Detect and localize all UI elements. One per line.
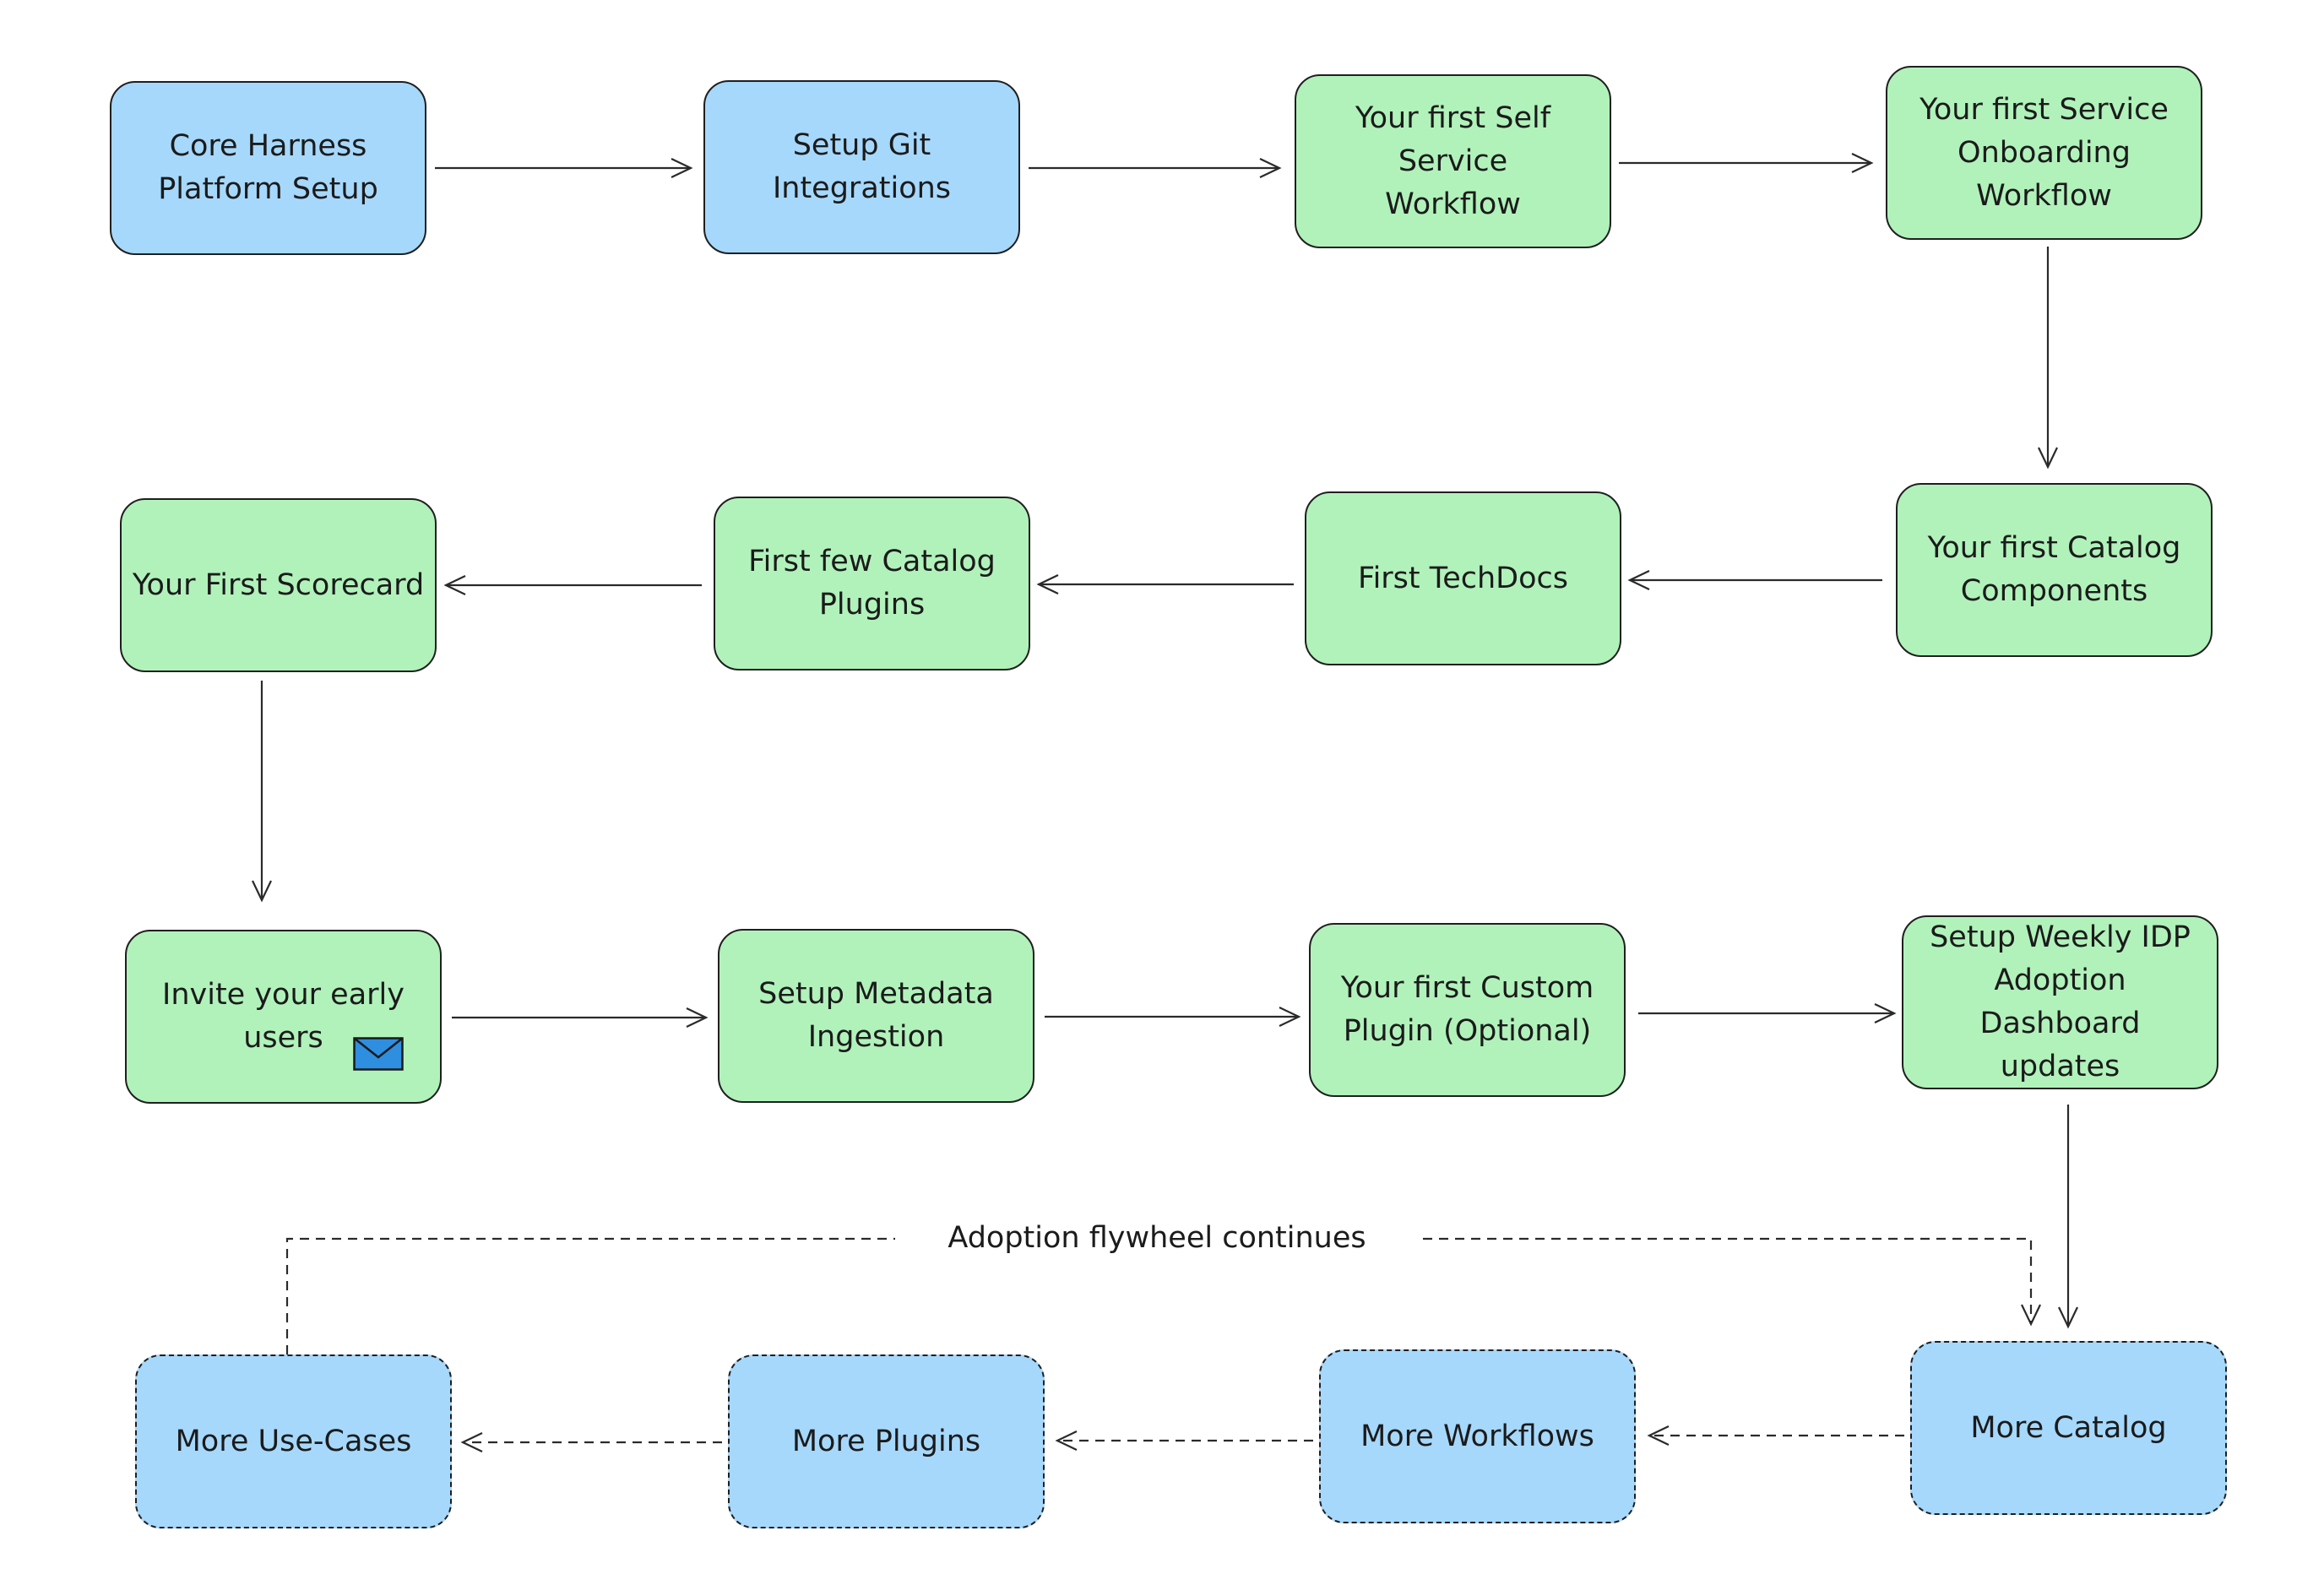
node-more-use-cases[interactable]: More Use-Cases xyxy=(135,1354,452,1528)
flywheel-label: Adoption flywheel continues xyxy=(895,1216,1419,1260)
edge-scorecard-to-invite xyxy=(252,681,272,903)
node-first-service-onboarding-workflow[interactable]: Your first Service Onboarding Workflow xyxy=(1886,66,2202,240)
edge-catalogcomp-to-techdocs xyxy=(1627,570,1882,590)
node-label: More Plugins xyxy=(791,1424,981,1458)
node-more-workflows[interactable]: More Workflows xyxy=(1319,1349,1636,1523)
edge-git-to-selfservice xyxy=(1029,158,1282,178)
node-first-self-service-workflow[interactable]: Your first Self Service Workflow xyxy=(1295,74,1611,248)
mail-icon xyxy=(353,1037,404,1071)
node-weekly-idp-adoption-dashboard[interactable]: Setup Weekly IDP Adoption Dashboard upda… xyxy=(1902,915,2218,1089)
node-label: Your First Scorecard xyxy=(132,567,425,602)
edge-dashboard-to-morecatalog xyxy=(2058,1105,2078,1329)
node-label: Setup Git Integrations xyxy=(772,128,952,205)
node-setup-git-integrations[interactable]: Setup Git Integrations xyxy=(703,80,1020,254)
node-first-scorecard[interactable]: Your First Scorecard xyxy=(120,498,437,672)
edge-moreworkflows-to-moreplugins xyxy=(1055,1430,1313,1451)
node-first-catalog-components[interactable]: Your first Catalog Components xyxy=(1896,483,2213,657)
node-label: Your first Service Onboarding Workflow xyxy=(1919,92,2169,213)
node-label: Core Harness Platform Setup xyxy=(158,129,378,206)
node-label: Setup Metadata Ingestion xyxy=(758,977,994,1054)
edge-selfservice-to-onboarding xyxy=(1619,153,1874,173)
node-first-techdocs[interactable]: First TechDocs xyxy=(1305,491,1621,665)
node-label: Your first Catalog Components xyxy=(1927,531,2181,608)
node-first-custom-plugin[interactable]: Your first Custom Plugin (Optional) xyxy=(1309,923,1626,1097)
edge-moreplugins-to-moreusecases xyxy=(460,1432,722,1452)
edge-invite-to-metadata xyxy=(452,1007,709,1028)
node-setup-metadata-ingestion[interactable]: Setup Metadata Ingestion xyxy=(718,929,1034,1103)
edge-metadata-to-customplugin xyxy=(1045,1007,1301,1027)
node-more-catalog[interactable]: More Catalog xyxy=(1910,1341,2227,1515)
edge-techdocs-to-catalogplugins xyxy=(1036,574,1294,594)
edge-customplugin-to-dashboard xyxy=(1638,1003,1897,1023)
edge-morecatalog-to-moreworkflows xyxy=(1647,1425,1904,1446)
node-first-few-catalog-plugins[interactable]: First few Catalog Plugins xyxy=(714,497,1030,670)
node-label: First few Catalog Plugins xyxy=(748,545,996,622)
node-label: More Catalog xyxy=(1970,1410,2167,1445)
node-label: Your first Custom Plugin (Optional) xyxy=(1340,971,1594,1048)
node-label: More Use-Cases xyxy=(175,1424,412,1458)
edge-core-to-git xyxy=(435,158,693,178)
node-label: Your first Self Service Workflow xyxy=(1355,100,1551,221)
node-label: Invite your early users xyxy=(162,978,405,1055)
edge-catalogplugins-to-scorecard xyxy=(443,575,702,595)
node-core-harness-platform-setup[interactable]: Core Harness Platform Setup xyxy=(110,81,426,255)
edge-onboarding-to-catalogcomp xyxy=(2038,247,2058,470)
node-more-plugins[interactable]: More Plugins xyxy=(728,1354,1045,1528)
node-label: Setup Weekly IDP Adoption Dashboard upda… xyxy=(1930,920,2191,1083)
node-label: First TechDocs xyxy=(1357,561,1569,595)
node-label: More Workflows xyxy=(1360,1419,1594,1453)
node-invite-early-users[interactable]: Invite your early users xyxy=(125,930,442,1104)
